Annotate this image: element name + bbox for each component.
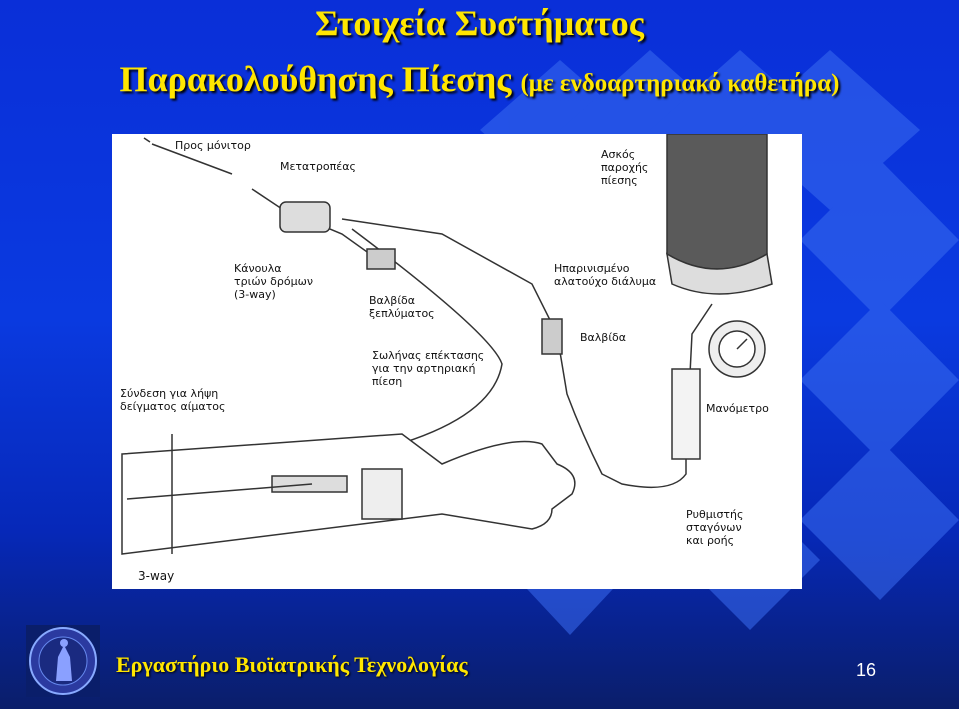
label-transducer: Μετατροπέας bbox=[280, 160, 356, 173]
drip-chamber bbox=[671, 368, 701, 460]
label-3-way: 3-way bbox=[138, 569, 175, 583]
slide-title-line2: Παρακολούθησης Πίεσης (με ενδοαρτηριακό … bbox=[0, 58, 959, 100]
title-subtitle: (με ενδοαρτηριακό καθετήρα) bbox=[520, 70, 840, 97]
diagram-drawing bbox=[121, 134, 773, 555]
label-manometer: Μανόμετρο bbox=[706, 402, 769, 415]
title-main: Παρακολούθησης Πίεσης bbox=[119, 59, 512, 99]
pressure-bag bbox=[666, 134, 768, 270]
forearm bbox=[121, 433, 576, 555]
flush-valve bbox=[366, 248, 396, 270]
label-valve: Βαλβίδα bbox=[580, 331, 627, 344]
university-seal-logo bbox=[26, 625, 100, 697]
transducer bbox=[279, 201, 331, 233]
slide-title-line1: Στοιχεία Συστήματος bbox=[315, 3, 644, 43]
label-to-monitor: Προς μόνιτορ bbox=[175, 139, 251, 152]
footer-lab-name: Εργαστήριο Βιοϊατρικής Τεχνολογίας bbox=[116, 652, 468, 677]
page-number: 16 bbox=[855, 660, 877, 680]
